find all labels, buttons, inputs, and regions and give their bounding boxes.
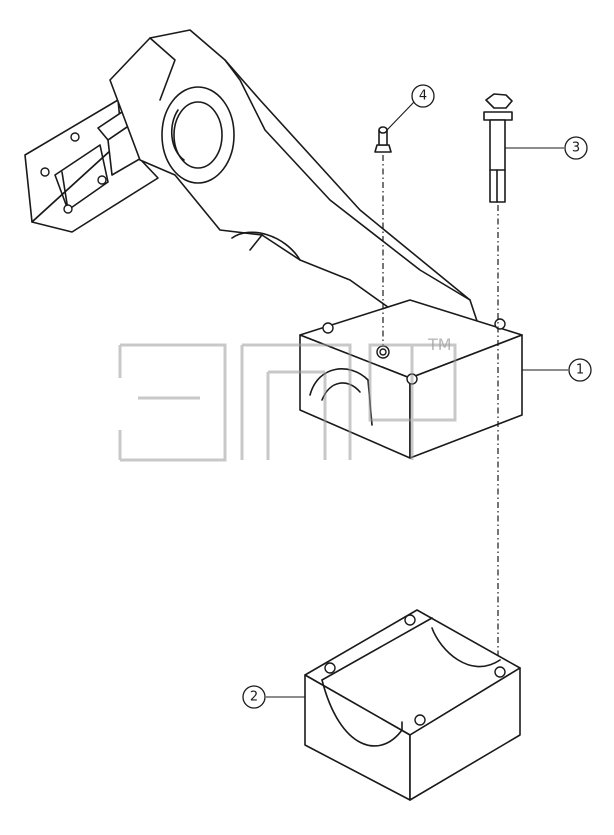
callout-2: 2 [242,685,305,709]
callout-3: 3 [505,136,588,160]
bracket-arm-assembly [24,29,481,346]
bearing-cap-lower [304,609,521,801]
watermark-trademark: TM [427,335,452,354]
bolt [483,93,513,665]
watermark-logo: TM [118,335,457,462]
callout-1: 1 [522,358,592,382]
callout-4: 4 [386,84,435,131]
bearing-cap-upper [299,299,523,459]
callout-1-label: 1 [576,363,584,378]
callout-4-label: 4 [419,89,427,104]
callout-2-label: 2 [250,690,258,705]
callout-3-label: 3 [572,141,580,156]
grease-nipple [374,126,392,345]
